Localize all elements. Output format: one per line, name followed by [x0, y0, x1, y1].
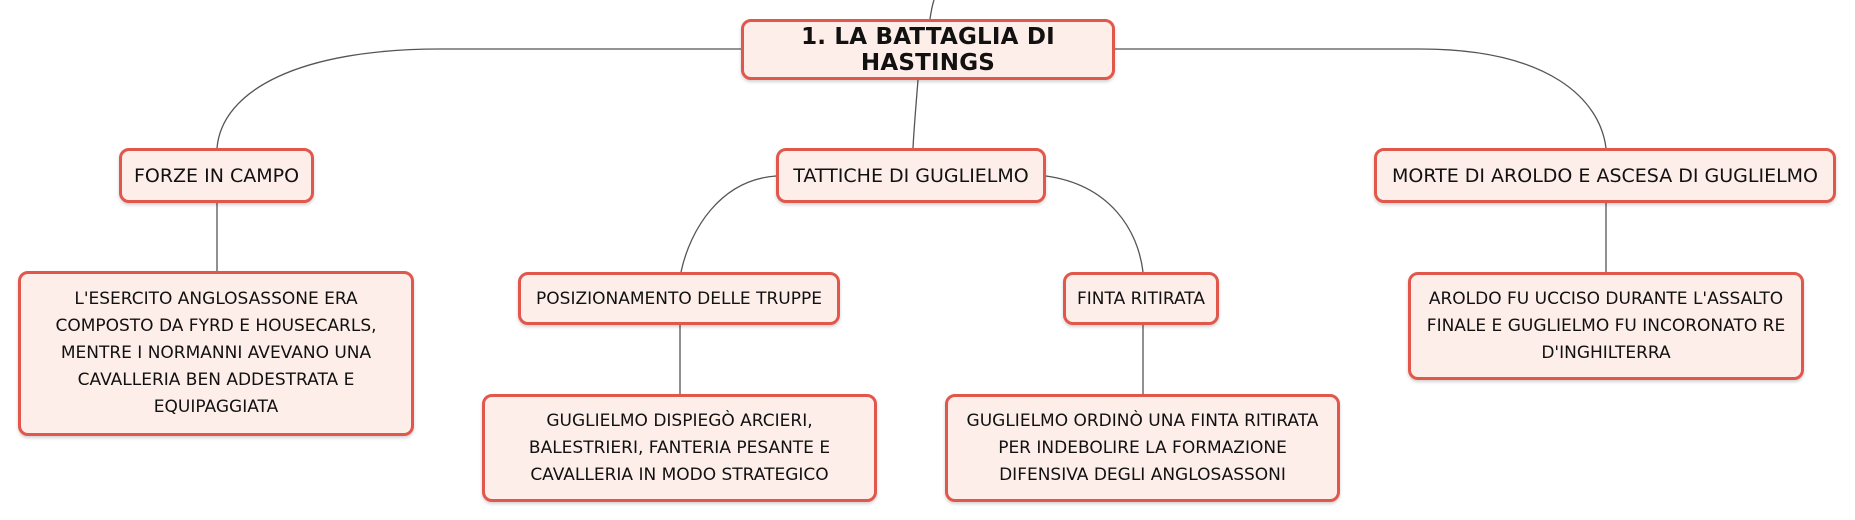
connector-tattiche-posiz — [680, 175, 777, 273]
node-forze-in-campo[interactable]: FORZE IN CAMPO — [119, 148, 314, 203]
node-guglielmo-ordino-label: GUGLIELMO ORDINÒ UNA FINTA RITIRATA PER … — [966, 410, 1319, 485]
node-esercito-anglosassone-label: L'ESERCITO ANGLOSASSONE ERA COMPOSTO DA … — [55, 289, 377, 417]
node-esercito-anglosassone[interactable]: L'ESERCITO ANGLOSASSONE ERA COMPOSTO DA … — [18, 271, 414, 436]
node-tattiche-di-guglielmo[interactable]: TATTICHE DI GUGLIELMO — [776, 148, 1046, 203]
node-guglielmo-dispiego[interactable]: GUGLIELMO DISPIEGÒ ARCIERI, BALESTRIERI,… — [482, 394, 877, 502]
node-forze-in-campo-label: FORZE IN CAMPO — [133, 164, 300, 187]
connector-tattiche-finta — [1045, 175, 1144, 273]
connector-root-morte — [1115, 48, 1607, 149]
connector-parent-root — [929, 0, 935, 20]
node-aroldo-ucciso-label: AROLDO FU UCCISO DURANTE L'ASSALTO FINAL… — [1426, 288, 1786, 363]
root-node[interactable]: 1. LA BATTAGLIA DI HASTINGS — [741, 19, 1115, 80]
root-node-label: 1. LA BATTAGLIA DI HASTINGS — [801, 23, 1055, 76]
node-morte-di-aroldo-label: MORTE DI AROLDO E ASCESA DI GUGLIELMO — [1391, 164, 1819, 187]
node-guglielmo-ordino[interactable]: GUGLIELMO ORDINÒ UNA FINTA RITIRATA PER … — [945, 394, 1340, 502]
node-guglielmo-dispiego-label: GUGLIELMO DISPIEGÒ ARCIERI, BALESTRIERI,… — [528, 410, 831, 485]
node-tattiche-di-guglielmo-label: TATTICHE DI GUGLIELMO — [793, 164, 1029, 187]
node-finta-ritirata[interactable]: FINTA RITIRATA — [1063, 272, 1219, 325]
connector-root-tattiche — [912, 79, 919, 149]
node-morte-di-aroldo[interactable]: MORTE DI AROLDO E ASCESA DI GUGLIELMO — [1374, 148, 1836, 203]
connector-root-forze — [216, 48, 741, 149]
node-aroldo-ucciso[interactable]: AROLDO FU UCCISO DURANTE L'ASSALTO FINAL… — [1408, 272, 1804, 380]
node-finta-ritirata-label: FINTA RITIRATA — [1077, 288, 1205, 309]
node-posizionamento-truppe[interactable]: POSIZIONAMENTO DELLE TRUPPE — [518, 272, 840, 325]
node-posizionamento-truppe-label: POSIZIONAMENTO DELLE TRUPPE — [536, 288, 822, 309]
